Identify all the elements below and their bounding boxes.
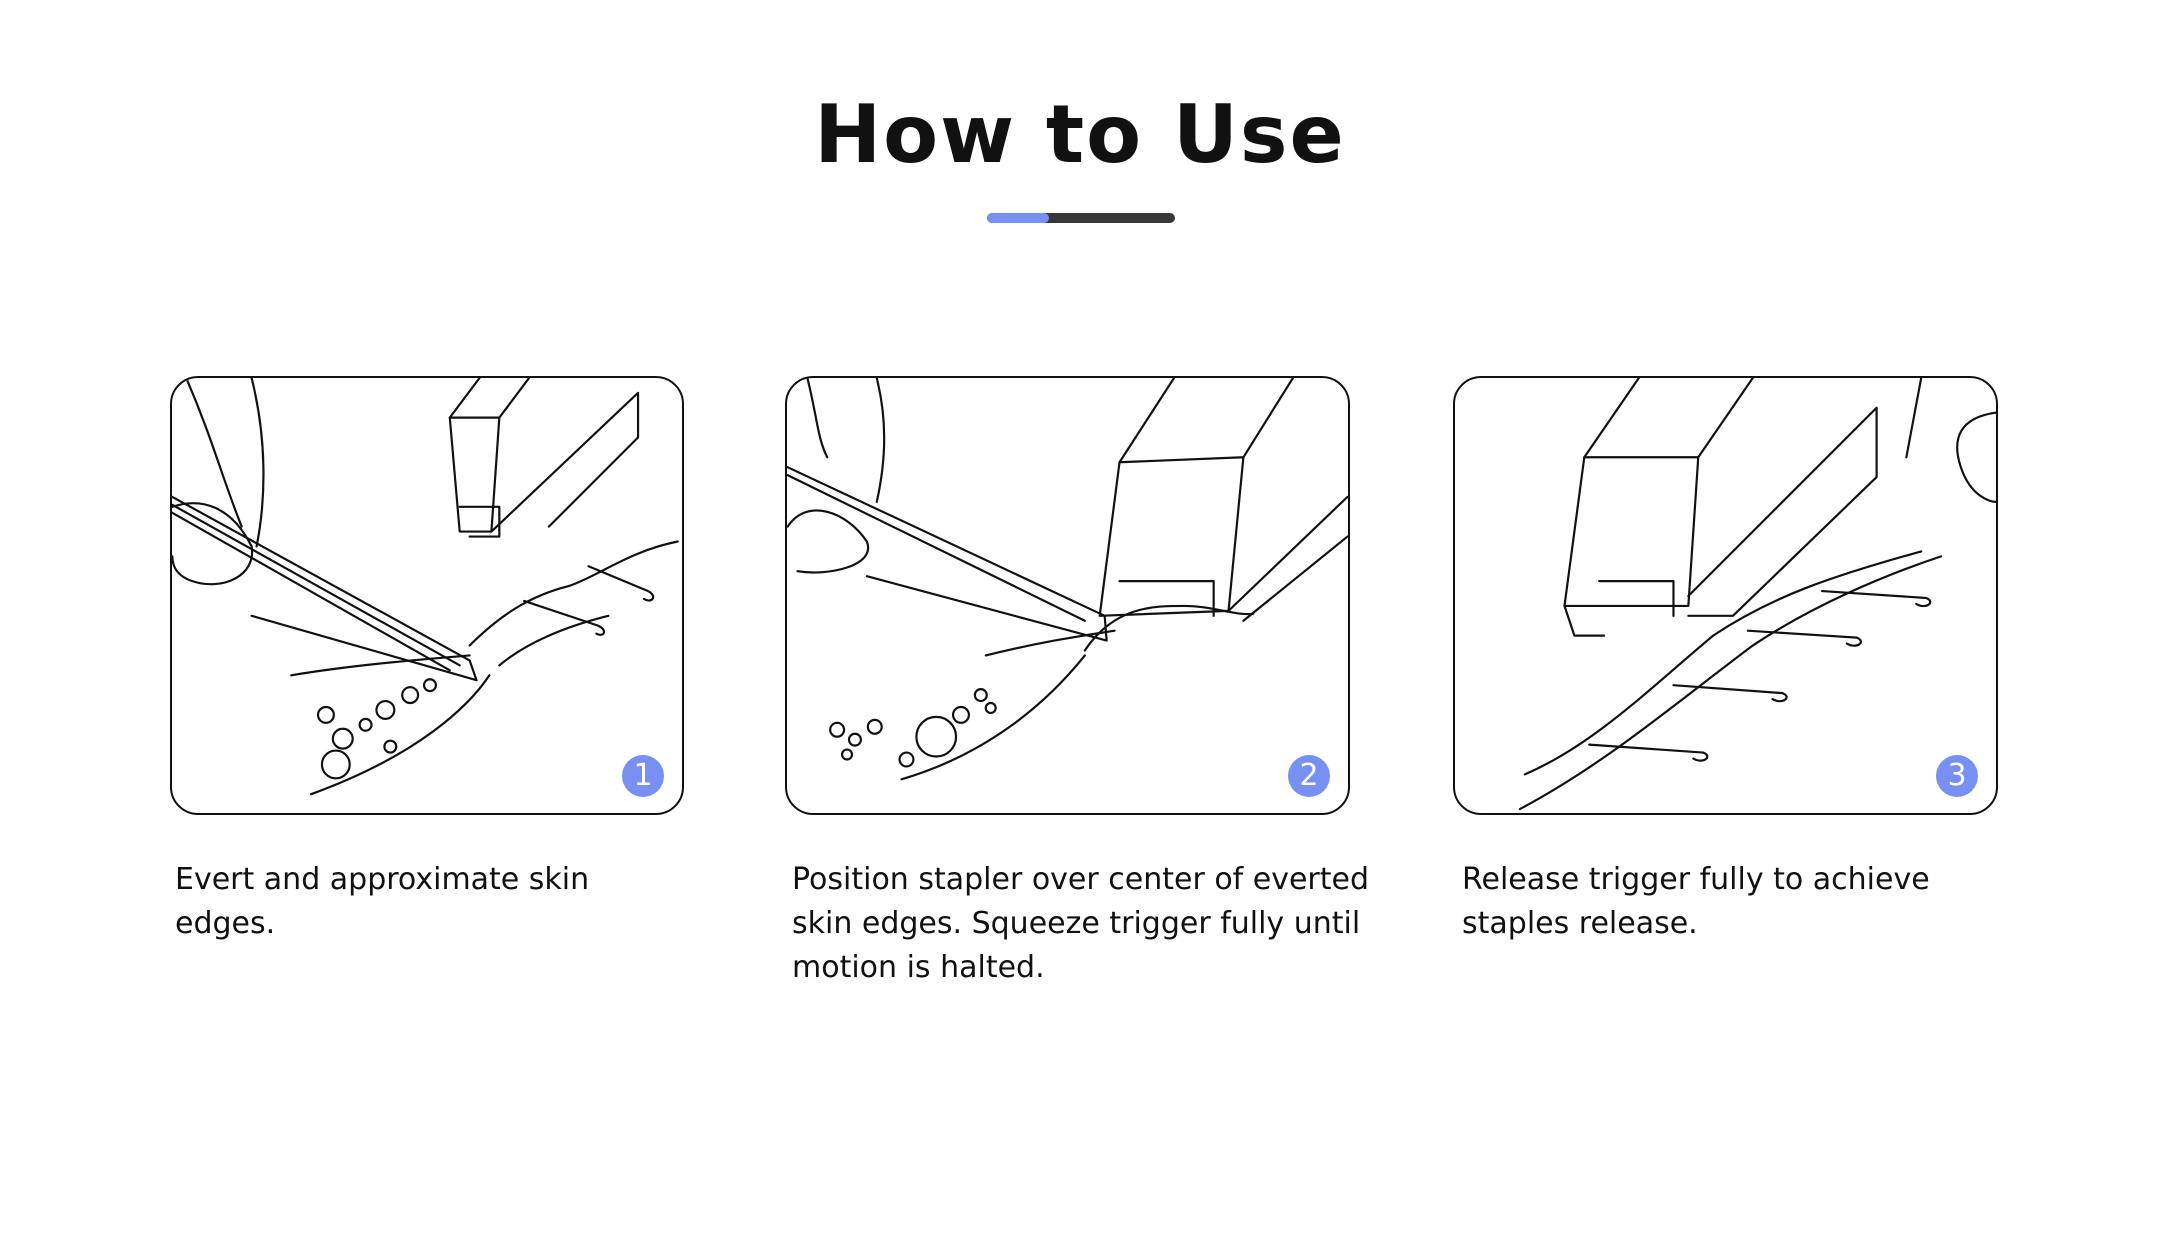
progress-fill	[987, 213, 1050, 223]
page-title: How to Use	[814, 88, 1346, 181]
step-number-badge: 1	[622, 755, 664, 797]
step-1-caption: Evert and approximate skin edges.	[175, 862, 590, 941]
step-number-badge: 3	[1936, 755, 1978, 797]
forceps-skin-edges-drawing	[172, 378, 679, 796]
step-3-caption: Release trigger fully to achieve staples…	[1462, 862, 1930, 941]
step-number-badge: 2	[1288, 755, 1330, 797]
step-1-illustration: 1	[170, 376, 684, 815]
step-2-illustration: 2	[785, 376, 1350, 815]
staple-released-drawing	[1518, 378, 1996, 811]
step-2-caption: Position stapler over center of everted …	[792, 862, 1370, 985]
stapler-positioned-drawing	[787, 378, 1348, 781]
step-3-illustration: 3	[1453, 376, 1998, 815]
title-underline-progress	[987, 213, 1175, 223]
